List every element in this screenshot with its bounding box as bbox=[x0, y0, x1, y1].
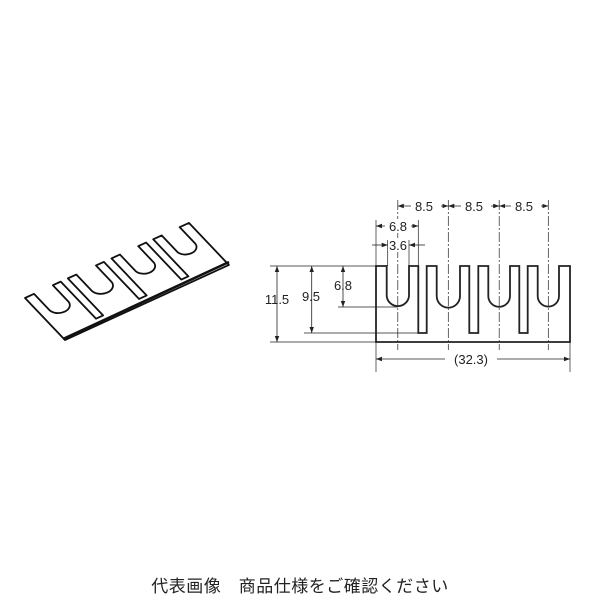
dim-slot-outer-width: 6.8 bbox=[389, 219, 407, 234]
dimension-labels: 8.5 8.5 8.5 6.8 3.6 11.5 9.5 6.8 (32.3) bbox=[265, 199, 541, 367]
isometric-plate-view bbox=[25, 223, 229, 340]
dim-slot-depth: 6.8 bbox=[334, 278, 352, 293]
dim-slot-inner-width: 3.6 bbox=[389, 238, 407, 253]
dim-slit-depth: 9.5 bbox=[302, 289, 320, 304]
dim-total-length: (32.3) bbox=[454, 352, 488, 367]
front-view bbox=[270, 200, 571, 372]
dim-pitch-3: 8.5 bbox=[515, 199, 533, 214]
dim-pitch-1: 8.5 bbox=[415, 199, 433, 214]
dim-total-height: 11.5 bbox=[265, 292, 289, 307]
caption-representative-image-note: 代表画像 商品仕様をご確認ください bbox=[151, 577, 449, 597]
dim-pitch-2: 8.5 bbox=[465, 199, 483, 214]
